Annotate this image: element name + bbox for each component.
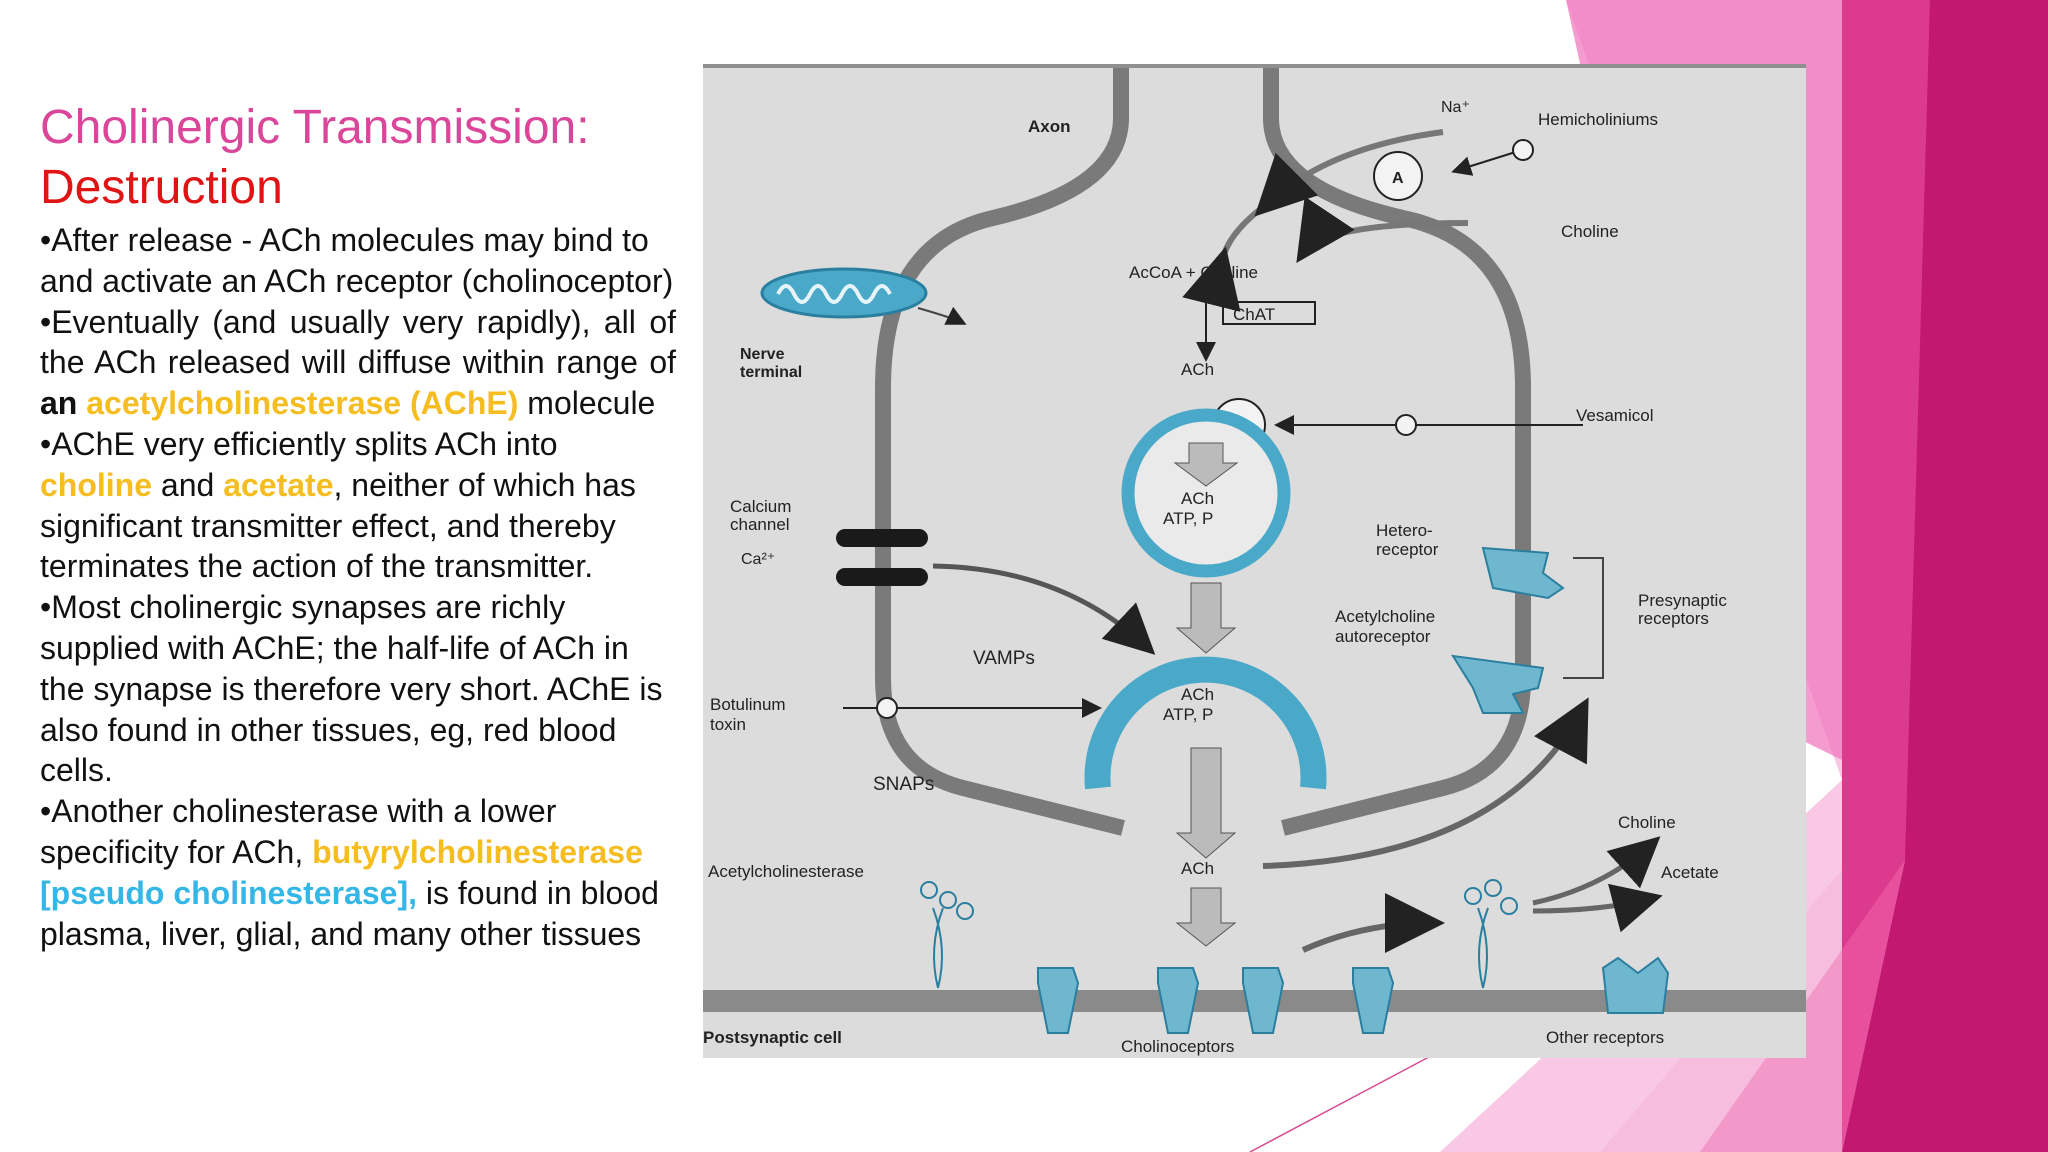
label-presynaptic: Presynaptic — [1638, 591, 1727, 610]
slide-title: Cholinergic Transmission: Destruction — [40, 98, 680, 218]
bullet-2: •Eventually (and usually very rapidly), … — [40, 302, 676, 424]
label-choline-top: Choline — [1561, 222, 1619, 241]
term-acetate: acetate — [223, 466, 334, 503]
transporter-a — [1373, 151, 1423, 201]
label-acetylcholinesterase: Acetylcholinesterase — [708, 862, 864, 881]
term-butyrylcholinesterase: butyrylcholinesterase — [312, 833, 643, 870]
label-hemicholiniums: Hemicholiniums — [1538, 110, 1658, 129]
label-chat: ChAT — [1233, 305, 1275, 324]
bullet-2-an: an — [40, 385, 78, 422]
bullet-2-end: molecule — [518, 385, 656, 422]
cholinergic-synapse-diagram: A B — [703, 64, 1806, 1058]
label-snaps: SNAPs — [873, 774, 934, 795]
bullet-3-and: and — [152, 466, 224, 503]
title-line-1: Cholinergic Transmission: — [40, 101, 590, 154]
nerve-terminal-membrane-left — [875, 68, 1129, 836]
acetylcholine-autoreceptor — [1451, 654, 1545, 714]
acetylcholinesterase-molecules — [920, 879, 1518, 989]
fusing-vesicle — [1084, 656, 1327, 790]
bullet-5-end: is found in blood plasma, liver, glial, … — [40, 874, 659, 952]
label-hetero: Hetero- — [1376, 521, 1433, 540]
bullet-5-text: •Another cholinesterase with a lower spe… — [40, 793, 557, 870]
label-fusing-ach: ACh — [1181, 685, 1214, 704]
label-other-receptors: Other receptors — [1546, 1028, 1664, 1047]
label-receptors: receptors — [1638, 609, 1709, 628]
cholinoceptors — [1037, 967, 1395, 1034]
label-ach-synthesis: ACh — [1181, 360, 1214, 379]
label-ca: Ca²⁺ — [741, 551, 775, 568]
label-cholinoceptors: Cholinoceptors — [1121, 1037, 1234, 1056]
bullet-1: •After release - ACh molecules may bind … — [40, 222, 674, 299]
label-botulinum: Botulinum — [710, 695, 786, 714]
term-pseudo-cholinesterase: [pseudo cholinesterase], — [40, 874, 417, 911]
storage-vesicle — [1121, 408, 1291, 578]
bullet-3-text: •AChE very efficiently splits ACh into — [40, 425, 558, 462]
bullet-list: •After release - ACh molecules may bind … — [40, 220, 676, 954]
label-postsynaptic: Postsynaptic cell — [703, 1028, 842, 1047]
label-terminal: terminal — [740, 364, 802, 381]
label-acetylcholine: Acetylcholine — [1335, 607, 1435, 626]
label-na: Na⁺ — [1441, 99, 1470, 116]
label-toxin: toxin — [710, 715, 746, 734]
heteroreceptor — [1481, 546, 1565, 600]
label-axon: Axon — [1028, 117, 1071, 136]
diagram-svg: A B — [703, 68, 1806, 1056]
title-line-2: Destruction — [40, 161, 283, 214]
label-autoreceptor: autoreceptor — [1335, 627, 1431, 646]
label-vesicle-ach: ACh — [1181, 489, 1214, 508]
label-ach-cleft: ACh — [1181, 859, 1214, 878]
label-nerve: Nerve — [740, 346, 785, 363]
calcium-channel — [836, 529, 928, 547]
other-receptor — [1601, 956, 1670, 1014]
label-calcium: Calcium — [730, 497, 791, 516]
label-accoa-choline: AcCoA + Choline — [1129, 263, 1258, 282]
term-choline: choline — [40, 466, 153, 503]
label-acetate: Acetate — [1661, 863, 1719, 882]
bullet-2-text: •Eventually (and usually very rapidly), … — [40, 303, 676, 381]
bullet-5: •Another cholinesterase with a lower spe… — [40, 791, 676, 954]
bullet-4: •Most cholinergic synapses are richly su… — [40, 589, 663, 789]
label-vamps: VAMPs — [973, 648, 1035, 669]
label-choline-bottom: Choline — [1618, 813, 1676, 832]
bullet-3: •AChE very efficiently splits ACh into c… — [40, 424, 676, 587]
label-vesamicol: Vesamicol — [1576, 406, 1653, 425]
label-fusing-atp: ATP, P — [1163, 705, 1213, 724]
bullet-3-end: , neither of which has significant trans… — [40, 466, 636, 585]
label-vesicle-atp: ATP, P — [1163, 509, 1213, 528]
transporter-a-label: A — [1392, 170, 1404, 187]
term-ache: acetylcholinesterase (AChE) — [86, 385, 519, 422]
label-channel: channel — [730, 515, 790, 534]
label-receptor: receptor — [1376, 540, 1439, 559]
